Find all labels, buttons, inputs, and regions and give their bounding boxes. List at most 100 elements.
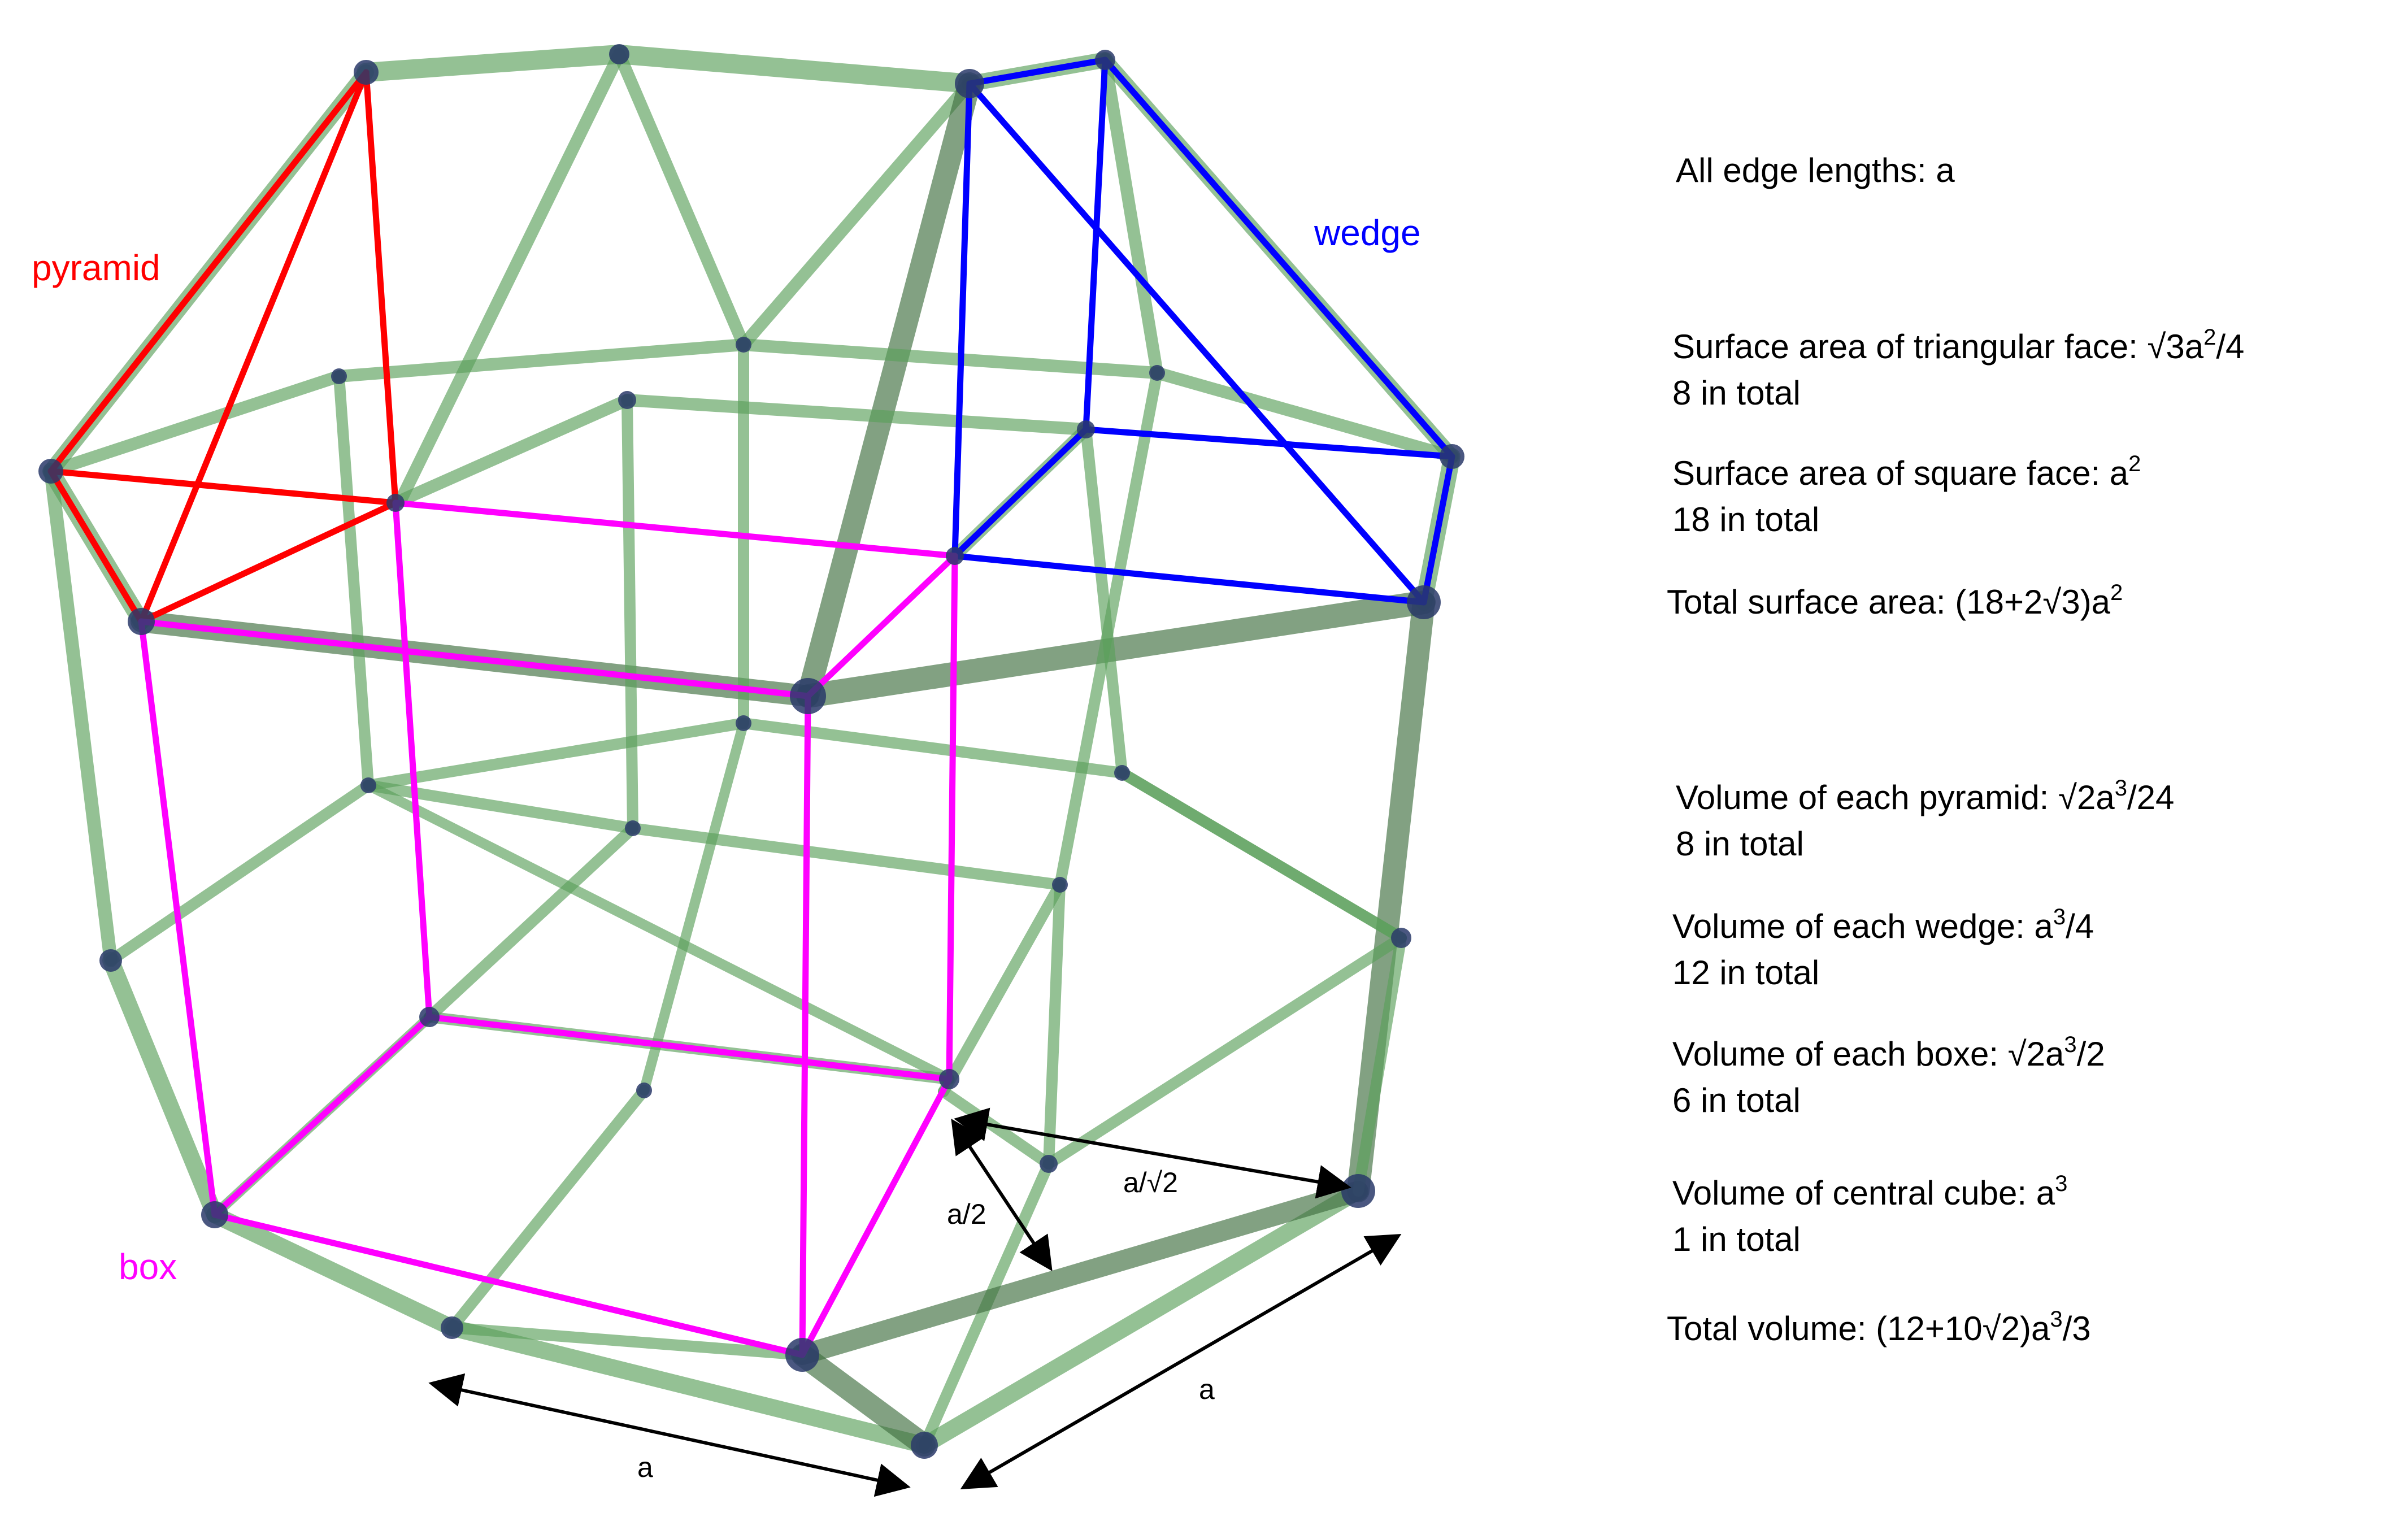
wedge-edge bbox=[966, 80, 1427, 606]
frame-rod bbox=[363, 780, 954, 1084]
vertex bbox=[354, 60, 379, 85]
box-edge bbox=[805, 553, 958, 699]
frame-rod bbox=[621, 394, 1092, 436]
vertex bbox=[1407, 585, 1441, 619]
pyramid-label: pyramid bbox=[32, 247, 160, 288]
box-count: 6 in total bbox=[1672, 1081, 1801, 1119]
wedge-edge bbox=[951, 80, 973, 559]
total-volume: Total volume: (12+10√2)a3/3 bbox=[1667, 1307, 2091, 1348]
vertex bbox=[911, 1432, 938, 1459]
vertex bbox=[128, 608, 155, 635]
wedge-edge bbox=[1420, 453, 1455, 606]
frame-rod bbox=[395, 48, 625, 506]
vertex bbox=[790, 678, 826, 714]
frame-rod bbox=[206, 1206, 460, 1336]
frame-rod bbox=[938, 1086, 1054, 1170]
dimension-label-a-bottom: a bbox=[637, 1451, 653, 1483]
frame-rod bbox=[1353, 932, 1407, 1197]
square-face-count: 18 in total bbox=[1672, 501, 1819, 538]
vertex bbox=[1052, 877, 1068, 893]
box-edge bbox=[392, 499, 958, 559]
dimension-arrow-a-right bbox=[960, 1233, 1402, 1490]
box-edge bbox=[138, 618, 811, 699]
frame-rod bbox=[446, 1322, 808, 1360]
box-edge bbox=[211, 1014, 433, 1218]
triangular-face-count: 8 in total bbox=[1672, 374, 1801, 412]
frame-rod bbox=[1080, 424, 1128, 779]
central-cube-count: 1 in total bbox=[1672, 1220, 1801, 1258]
central-cube-volume: Volume of central cube: a3 bbox=[1672, 1171, 2067, 1212]
frame-rod bbox=[738, 718, 1128, 779]
formula-panel: All edge lengths: a Surface area of tria… bbox=[1667, 151, 2244, 1348]
edge-lengths-text: All edge lengths: a bbox=[1676, 151, 1955, 189]
frame-rod bbox=[357, 45, 629, 82]
frame-rod bbox=[333, 371, 374, 791]
vertex bbox=[1077, 420, 1095, 438]
vertex bbox=[939, 1069, 959, 1089]
wedge-edge bbox=[951, 553, 1427, 606]
frame-rod bbox=[44, 464, 118, 967]
frame-rod bbox=[938, 879, 1066, 1097]
frame-rod bbox=[45, 370, 345, 477]
vertex bbox=[736, 715, 751, 731]
pyramid-edge bbox=[47, 468, 145, 625]
vertex bbox=[38, 459, 63, 484]
vertex bbox=[1391, 928, 1411, 948]
pyramid-edge bbox=[138, 69, 370, 625]
vertex bbox=[1095, 50, 1115, 70]
vertices bbox=[38, 44, 1464, 1459]
frame-rod bbox=[627, 823, 1066, 890]
wedge-outline bbox=[951, 56, 1455, 606]
frame-rod bbox=[102, 952, 223, 1223]
box-outline bbox=[138, 499, 958, 1358]
vertex bbox=[386, 494, 405, 512]
frame-rod bbox=[363, 718, 749, 791]
frame-rod bbox=[333, 338, 750, 382]
vertex bbox=[636, 1083, 652, 1098]
frame-rod bbox=[1043, 879, 1066, 1170]
pyramid-count: 8 in total bbox=[1676, 825, 1804, 863]
frame-rod bbox=[613, 48, 750, 351]
frame-rod bbox=[1099, 54, 1163, 379]
dimension-arrow-a-bottom bbox=[428, 1373, 911, 1497]
vertex bbox=[1114, 765, 1130, 781]
vertex bbox=[1149, 365, 1165, 381]
vertex bbox=[1440, 444, 1464, 469]
vertex bbox=[955, 69, 984, 98]
vertex bbox=[331, 368, 347, 384]
frame-rod bbox=[1151, 367, 1458, 463]
wedge-edge bbox=[1083, 426, 1455, 460]
pyramid-volume: Volume of each pyramid: √2a3/24 bbox=[1676, 776, 2174, 816]
vertex bbox=[609, 44, 629, 64]
frame-rod bbox=[446, 1085, 650, 1333]
square-face-area: Surface area of square face: a2 bbox=[1672, 451, 2141, 492]
frame-rod bbox=[737, 77, 976, 351]
pyramid-edge bbox=[138, 499, 399, 625]
vertex bbox=[1040, 1155, 1058, 1173]
vertex bbox=[99, 949, 122, 972]
box-volume: Volume of each boxe: √2a3/2 bbox=[1672, 1032, 2105, 1073]
box-edge bbox=[946, 553, 958, 1083]
wedge-edge bbox=[966, 56, 1109, 87]
vertex bbox=[946, 547, 964, 565]
vertex bbox=[419, 1007, 440, 1027]
vertex bbox=[441, 1316, 463, 1339]
dimension-label-root2: a/√2 bbox=[1123, 1167, 1178, 1198]
wedge-edge bbox=[1102, 56, 1455, 460]
frame-rod bbox=[105, 780, 374, 966]
frame-rod bbox=[792, 1181, 1368, 1365]
wedge-count: 12 in total bbox=[1672, 954, 1819, 992]
pyramid-edge bbox=[47, 468, 399, 506]
wedge-edge bbox=[1083, 56, 1109, 433]
total-surface-area: Total surface area: (18+2√3)a2 bbox=[1667, 580, 2123, 621]
wedge-edge bbox=[951, 426, 1089, 559]
pyramid-edge bbox=[47, 69, 370, 475]
box-edge bbox=[799, 1076, 953, 1358]
frame-rod bbox=[1116, 767, 1407, 944]
vertex bbox=[1341, 1174, 1375, 1208]
box-label: box bbox=[119, 1246, 177, 1287]
vertex bbox=[625, 820, 641, 836]
wedge-volume: Volume of each wedge: a3/4 bbox=[1672, 905, 2094, 945]
pyramid-outline bbox=[47, 69, 399, 625]
